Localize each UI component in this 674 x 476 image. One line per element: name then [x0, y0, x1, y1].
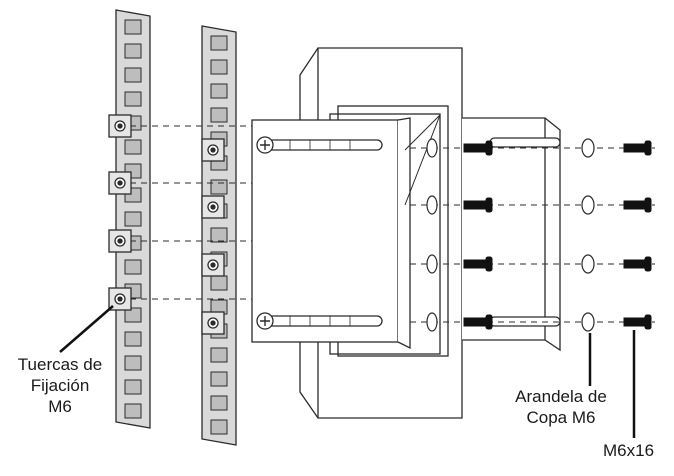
rail-hole [124, 139, 142, 155]
rail-hole [210, 107, 228, 123]
rail-hole [210, 371, 228, 387]
rail-hole [210, 347, 228, 363]
rail-hole [210, 395, 228, 411]
cup-washer-label: Arandela de Copa M6 [506, 386, 616, 428]
screws-m6x16 [623, 140, 652, 330]
slide-bracket [462, 117, 561, 352]
cup-washer-label-line-2: Copa M6 [526, 408, 596, 427]
rail-hole [210, 179, 228, 195]
rack-rail-left [115, 9, 151, 429]
rail-hole [124, 355, 142, 371]
cage-nut-label: Tuercas de Fijación M6 [2, 354, 118, 417]
rack-rail-right [201, 25, 237, 446]
washers-mounted [426, 138, 438, 332]
cage-nut-label-line-3: M6 [48, 397, 72, 416]
rail-hole [210, 275, 228, 291]
cage-nuts-left [108, 114, 132, 311]
cup-washer-label-line-1: Arandela de [515, 387, 607, 406]
cup-washers [581, 138, 595, 332]
rail-hole [210, 419, 228, 435]
alignment-lines [130, 125, 655, 323]
rail-hole [210, 35, 228, 51]
rail-hole [124, 67, 142, 83]
cage-nut-label-line-2: Fijación [30, 376, 90, 395]
mounting-plate [251, 114, 441, 350]
leader-lines [59, 305, 636, 438]
rail-hole [210, 83, 228, 99]
rail-hole [124, 307, 142, 323]
rail-hole [210, 227, 228, 243]
rail-hole [124, 379, 142, 395]
bolts-mounted [463, 140, 493, 330]
screw-label: M6x16 [603, 441, 655, 460]
rail-hole [124, 403, 142, 419]
rail-hole [124, 43, 142, 59]
rail-hole [124, 259, 142, 275]
rail-hole [124, 19, 142, 35]
rail-hole [124, 91, 142, 107]
rail-hole [124, 331, 142, 347]
rail-hole [124, 211, 142, 227]
rail-hole [210, 59, 228, 75]
cage-nut-label-line-1: Tuercas de [17, 355, 103, 374]
cage-nuts-right [201, 138, 225, 335]
